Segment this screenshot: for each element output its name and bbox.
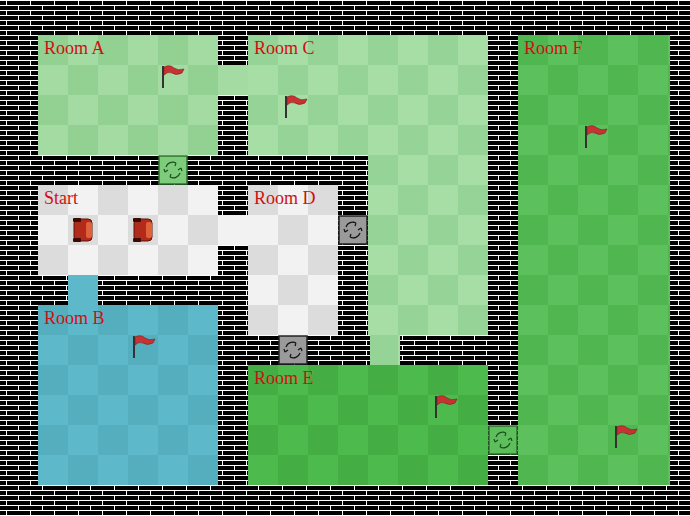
room-label: Start (38, 185, 82, 208)
corridor (68, 275, 98, 305)
room-label: Room B (38, 305, 109, 328)
room-floor (368, 155, 488, 335)
room-label: Room A (38, 35, 109, 58)
room-region: Room A (38, 35, 218, 155)
room-floor (38, 305, 218, 485)
flag (436, 396, 457, 418)
robot (73, 218, 92, 242)
flag (586, 126, 607, 148)
flag (134, 336, 155, 358)
room-label: Room F (518, 35, 587, 58)
room-region: Room C (248, 35, 488, 155)
room-region: Room D (248, 185, 338, 335)
room-floor (38, 185, 218, 275)
room-floor (248, 365, 488, 485)
room-label: Room D (248, 185, 320, 208)
flag (163, 66, 184, 88)
robot (133, 218, 152, 242)
corridor (218, 215, 248, 245)
door (159, 156, 187, 184)
room-label: Room E (248, 365, 318, 388)
room-region: Start (38, 185, 218, 275)
room-label: Room C (248, 35, 319, 58)
corridor (370, 335, 400, 365)
room-region: Room F (518, 35, 670, 485)
room-floor (248, 185, 338, 335)
room-region: Room B (38, 305, 218, 485)
room-floor (248, 35, 488, 155)
flag (286, 96, 307, 118)
door (279, 336, 307, 364)
door (339, 216, 367, 244)
room-region: Room E (248, 365, 488, 485)
door (489, 426, 517, 454)
room-floor (38, 35, 218, 155)
room-floor (518, 35, 670, 485)
corridor (218, 65, 248, 95)
flag (616, 426, 637, 448)
